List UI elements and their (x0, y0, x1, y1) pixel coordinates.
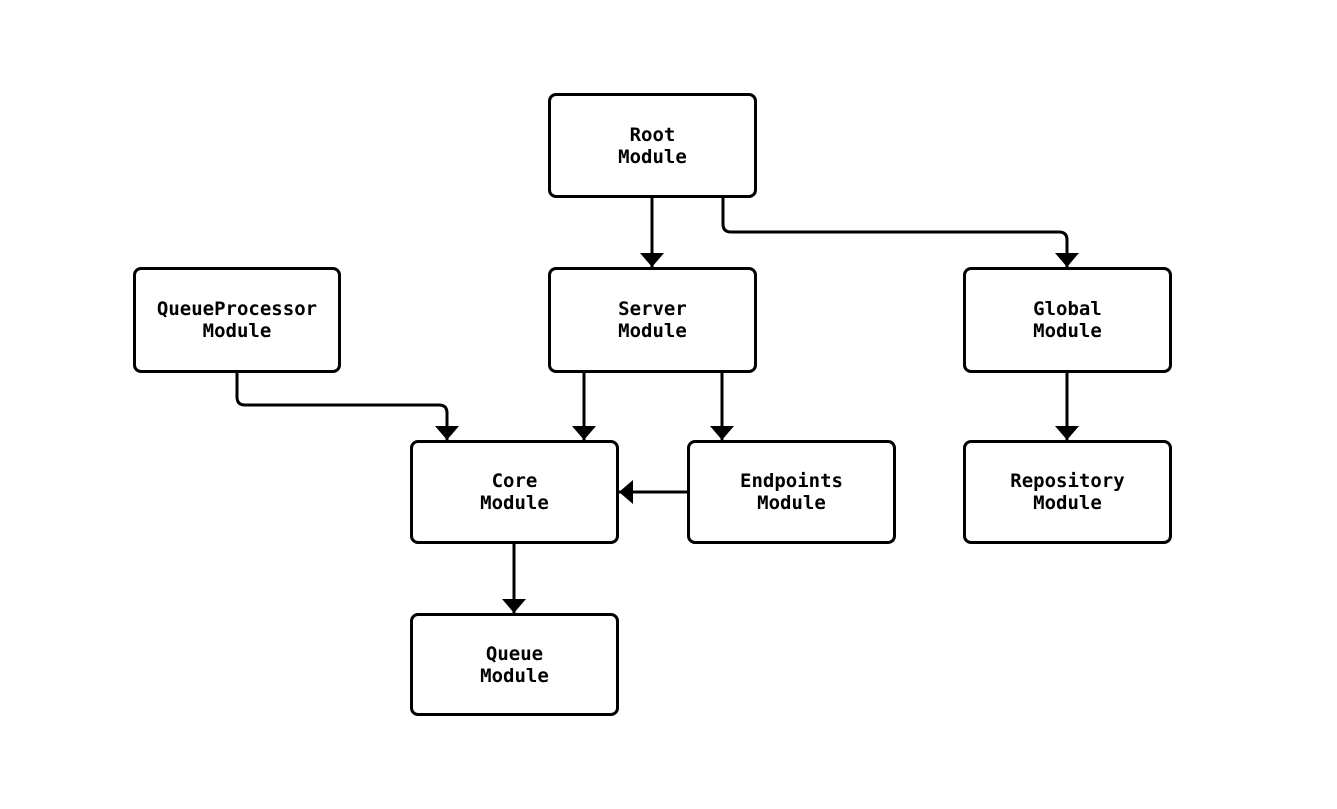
module-node-core: Core Module (410, 440, 619, 544)
arrowhead-icon (1055, 253, 1079, 267)
module-node-global: Global Module (963, 267, 1172, 373)
module-node-label-repository: Repository Module (1010, 470, 1125, 514)
arrowhead-icon (710, 426, 734, 440)
arrowhead-icon (619, 480, 633, 504)
module-node-repository: Repository Module (963, 440, 1172, 544)
arrowhead-icon (1055, 426, 1079, 440)
module-node-label-root: Root Module (618, 123, 687, 168)
module-node-label-server: Server Module (618, 298, 687, 342)
arrowhead-icon (572, 426, 596, 440)
module-node-label-queueprocessor: QueueProcessor Module (156, 298, 318, 342)
module-node-queue: Queue Module (410, 613, 619, 716)
edge-queueprocessor-to-core (235, 373, 449, 440)
module-node-root: Root Module (548, 93, 757, 198)
edge-root-to-global (721, 198, 1069, 267)
module-node-server: Server Module (548, 267, 757, 373)
arrowhead-icon (435, 426, 459, 440)
module-node-label-endpoints: Endpoints Module (740, 470, 843, 514)
arrowhead-icon (640, 253, 664, 267)
module-node-endpoints: Endpoints Module (687, 440, 896, 544)
module-node-label-core: Core Module (480, 470, 549, 514)
arrowhead-icon (502, 599, 526, 613)
module-node-queueprocessor: QueueProcessor Module (133, 267, 341, 373)
module-node-label-global: Global Module (1033, 298, 1102, 342)
module-node-label-queue: Queue Module (480, 642, 549, 687)
